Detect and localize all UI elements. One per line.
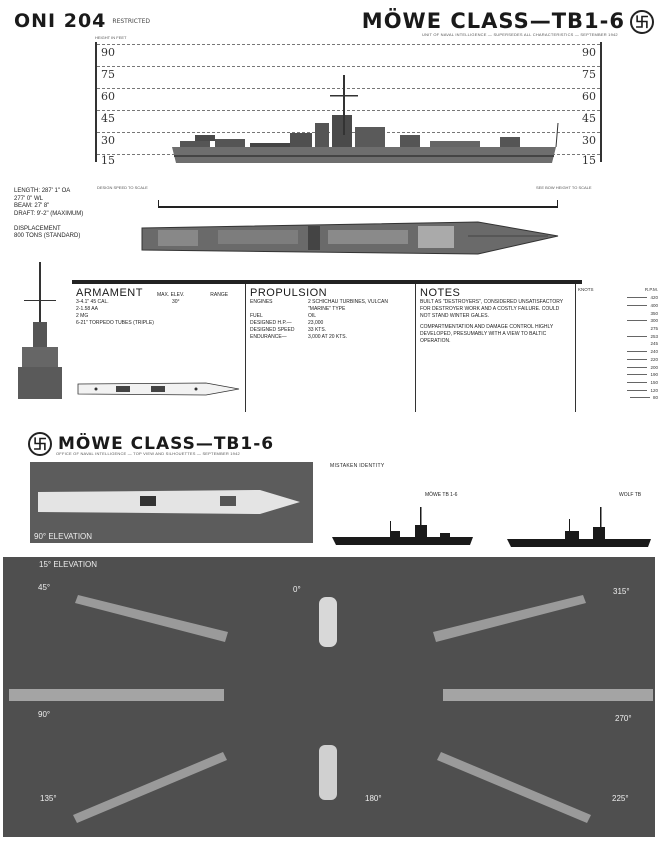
scale-tick: 60: [582, 90, 596, 103]
notes-panel: NOTES BUILT AS "DESTROYERS", CONSIDERED …: [416, 284, 576, 412]
angle-label: 225°: [612, 794, 629, 803]
armament-item: 2 MG: [76, 313, 89, 319]
scale-top-note: HEIGHT IN FEET: [95, 35, 127, 40]
scale-bottom-left-note: DESIGN SPEED TO SCALE: [97, 185, 148, 190]
length-scale-bar: [158, 200, 558, 208]
wolf-silhouette: [507, 507, 651, 547]
notes-title: NOTES: [420, 287, 461, 299]
angle-label: 270°: [615, 714, 632, 723]
mistaken-identity-label: MISTAKEN IDENTITY: [330, 463, 385, 469]
scale-bottom-right-note: SEE BOW HEIGHT TO SCALE: [536, 185, 592, 190]
angle-label: 90°: [38, 710, 51, 719]
mini-top-view-illustration: [77, 382, 240, 396]
page-title: MÖWE CLASS—TB1-6: [361, 9, 625, 33]
recognition-subtitle: OFFICE OF NAVAL INTELLIGENCE — TOP VIEW …: [56, 451, 240, 456]
propulsion-title: PROPULSION: [250, 287, 328, 299]
classification-label: RESTRICTED: [112, 18, 151, 25]
mowe-silhouette: [332, 507, 473, 545]
notes-paragraph: BUILT AS "DESTROYERS", CONSIDERED UNSATI…: [420, 299, 564, 319]
notes-paragraph: COMPARTMENTATION AND DAMAGE CONTROL HIGH…: [420, 324, 554, 344]
scale-tick: 90: [101, 46, 115, 59]
scale-tick: 75: [101, 68, 115, 81]
angle-label: 315°: [613, 587, 630, 596]
scale-tick: 60: [101, 90, 115, 103]
ship-profile-illustration: [172, 75, 559, 163]
ship-specs: LENGTH: 287' 1" OA 277' 0" WL BEAM: 27' …: [14, 188, 84, 239]
comparison-label: MÖWE TB 1-6: [425, 492, 458, 498]
photo-caption: 15° ELEVATION: [39, 560, 98, 569]
armament-panel: ARMAMENT MAX. ELEV. RANGE 3-4.1" 45 CAL.…: [72, 284, 246, 412]
recognition-heading: 卐 MÖWE CLASS—TB1-6: [28, 432, 274, 456]
armament-item: 6-21" TORPEDO TUBES (TRIPLE): [76, 320, 154, 326]
scale-tick: 75: [582, 68, 596, 81]
comparison-label: WOLF TB: [619, 492, 642, 498]
scale-tick: 45: [582, 112, 596, 125]
swastika-emblem-icon: 卐: [630, 10, 654, 34]
page-subtitle: UNIT OF NAVAL INTELLIGENCE — SUPERSEDES …: [422, 32, 618, 37]
scale-tick: 45: [101, 112, 115, 125]
scale-tick: 30: [582, 134, 596, 147]
angle-label: 45°: [38, 583, 51, 592]
top-view-photo: 90° ELEVATION: [30, 462, 313, 543]
scale-tick: 15: [101, 154, 115, 167]
scale-tick: 90: [582, 46, 596, 59]
armament-item: 2-1.58 AA: [76, 306, 98, 312]
model-angles-photo: 15° ELEVATION 45° 0° 315° 90° 270° 135° …: [3, 557, 655, 837]
armament-title: ARMAMENT: [76, 287, 143, 299]
ship-model-views: [9, 595, 653, 823]
scale-tick: 15: [582, 154, 596, 167]
scale-tick: 30: [101, 134, 115, 147]
swastika-emblem-icon: 卐: [28, 432, 52, 456]
angle-label: 135°: [40, 794, 57, 803]
angle-label: 180°: [365, 794, 382, 803]
mast-end-view-illustration: [18, 262, 62, 399]
top-view-caption: 90° ELEVATION: [34, 532, 93, 541]
info-panels: ARMAMENT MAX. ELEV. RANGE 3-4.1" 45 CAL.…: [72, 280, 582, 412]
armament-item: 3-4.1" 45 CAL.: [76, 299, 109, 305]
ship-top-view-illustration: [141, 221, 559, 255]
angle-label: 0°: [293, 585, 301, 594]
